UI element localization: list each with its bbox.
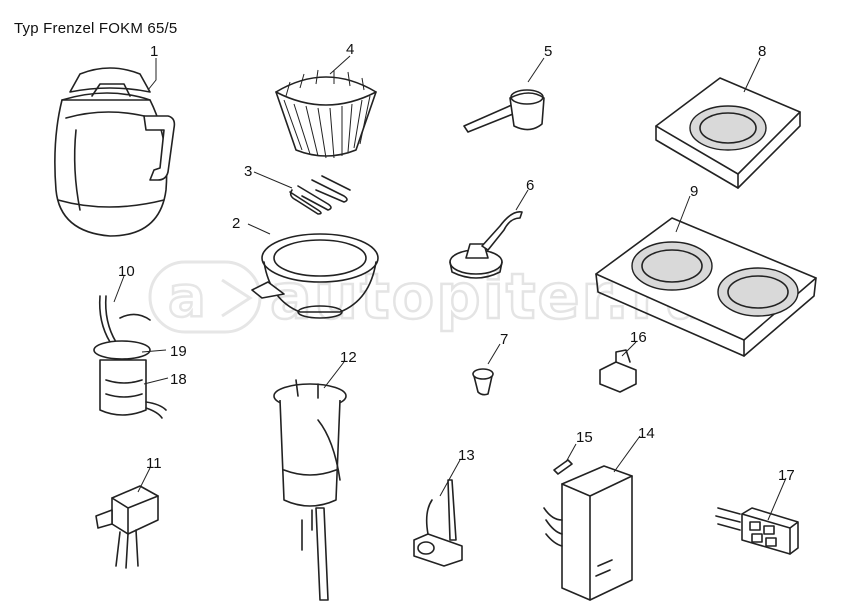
part-14-control-box [543,465,633,601]
part-8-drip-tray [655,77,801,189]
part-1-thermal-jug [54,67,176,237]
part-13-connector [413,479,463,567]
part-label-5: 5 [544,43,552,60]
part-label-13: 13 [458,447,475,464]
part-label-17: 17 [778,467,795,484]
part-2-filter-holder [251,233,379,319]
part-label-6: 6 [526,177,534,194]
part-label-14: 14 [638,425,655,442]
part-label-16: 16 [630,329,647,346]
part-6-valve [449,210,523,279]
part-4-paper-filter [275,69,377,159]
part-label-4: 4 [346,41,354,58]
part-label-19: 19 [170,343,187,360]
part-label-7: 7 [500,331,508,348]
part-9-double-tray [595,217,817,357]
part-label-11: 11 [146,455,162,472]
part-label-3: 3 [244,163,252,180]
part-label-18: 18 [170,371,187,388]
part-label-8: 8 [758,43,766,60]
part-label-2: 2 [232,215,240,232]
part-label-15: 15 [576,429,593,446]
part-16-switch [599,349,637,393]
part-15-pin [553,459,573,475]
part-3-clips [289,175,351,215]
part-12-boiler [273,379,347,601]
part-10-heater-assembly [93,295,167,419]
diagram-title: Typ Frenzel FOKM 65/5 [14,20,178,37]
part-7-cap [472,368,494,396]
part-11-relay [95,485,159,569]
part-label-10: 10 [118,263,135,280]
part-label-1: 1 [150,43,158,60]
part-labels: 1 2 3 4 5 6 7 8 9 10 11 12 13 14 15 16 1… [118,41,795,484]
svg-text:a: a [168,265,206,330]
part-label-9: 9 [690,183,698,200]
part-17-keypad [715,507,799,555]
part-label-12: 12 [340,349,357,366]
part-5-measuring-scoop [463,89,545,133]
leader-lines [113,55,787,521]
